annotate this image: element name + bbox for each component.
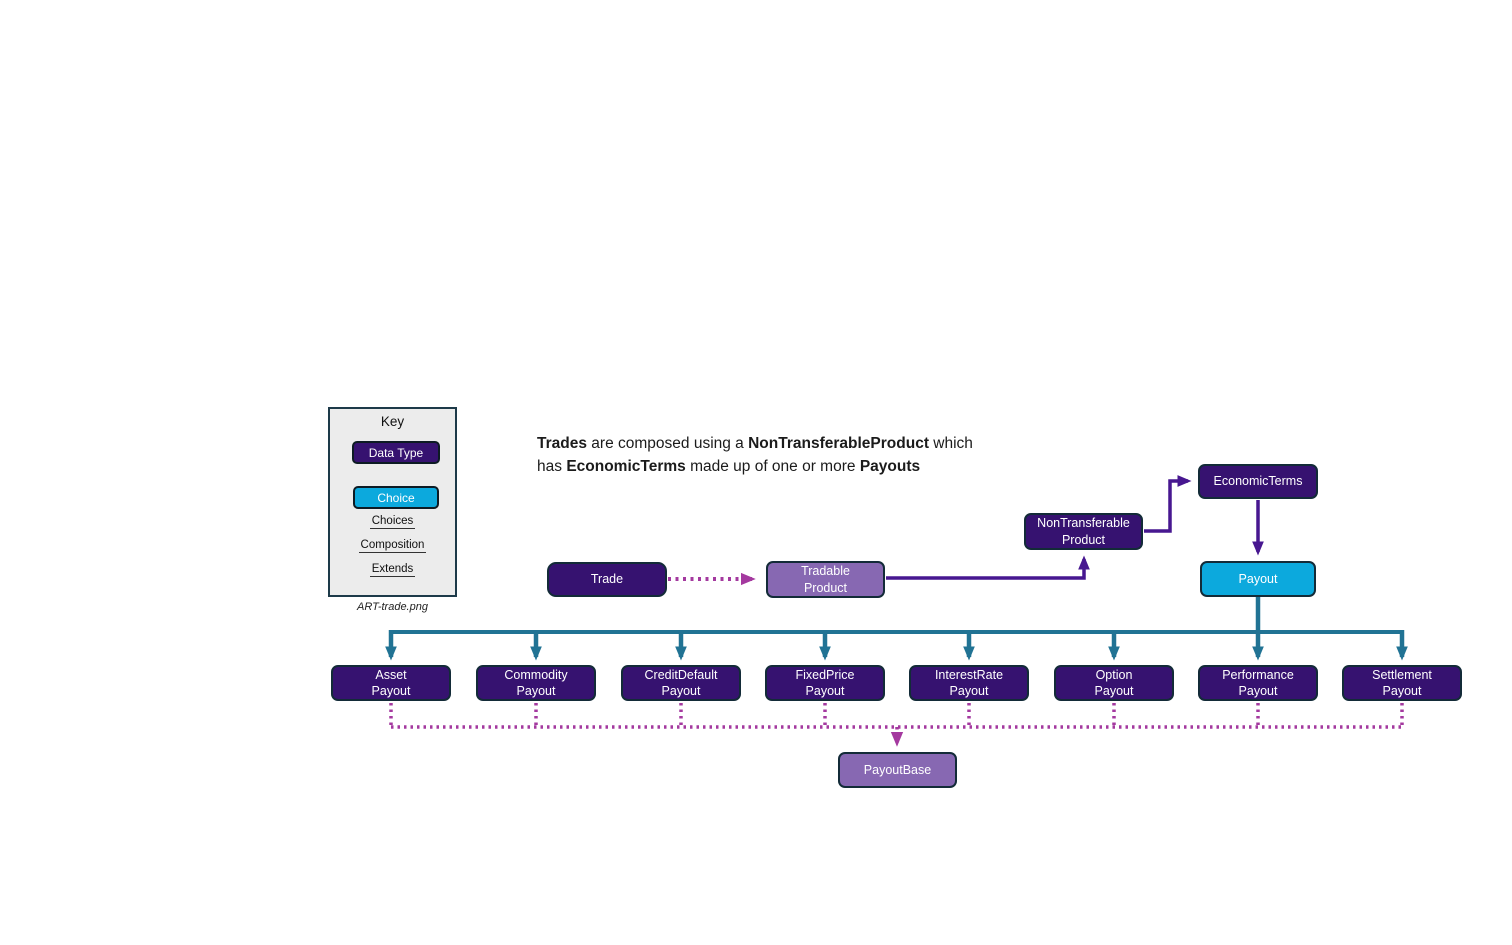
- arrow-tradableproduct-to-nontransferableproduct: [886, 555, 1090, 580]
- key-title: Key: [380, 414, 405, 429]
- node-creditdefault-payout: CreditDefault Payout: [621, 665, 741, 701]
- headline: Trades are composed using a NonTransfera…: [537, 408, 1049, 479]
- key-extends-label: Extends: [369, 563, 416, 577]
- headline-segment: Trades: [537, 434, 587, 452]
- node-payout: Payout: [1200, 561, 1316, 597]
- headline-segment: Payouts: [859, 458, 921, 475]
- arrow-nontransferableproduct-to-economicterms: [1144, 475, 1192, 533]
- node-economic-terms: EconomicTerms: [1198, 464, 1318, 499]
- node-commodity-payout: Commodity Payout: [476, 665, 596, 701]
- node-fixedprice-payout: FixedPrice Payout: [765, 665, 885, 701]
- node-settlement-payout: Settlement Payout: [1342, 665, 1462, 701]
- legend-key: Key Data Type Choice Choices Composition…: [328, 407, 457, 597]
- node-nontransferable-product: NonTransferable Product: [1024, 513, 1143, 550]
- headline-segment: are composed using a: [586, 434, 749, 452]
- headline-segment: made up of one or more: [685, 458, 860, 475]
- key-choices-label: Choices: [369, 515, 416, 529]
- node-tradable-product: Tradable Product: [766, 561, 885, 598]
- node-option-payout: Option Payout: [1054, 665, 1174, 701]
- headline-segment: NonTransferableProduct: [748, 434, 929, 452]
- key-data-type-box: Data Type: [352, 441, 440, 464]
- key-composition-label: Composition: [358, 539, 427, 553]
- headline-segment: EconomicTerms: [566, 458, 686, 475]
- node-performance-payout: Performance Payout: [1198, 665, 1318, 701]
- key-caption: ART-trade.png: [357, 601, 428, 613]
- node-trade: Trade: [547, 562, 667, 597]
- key-choice-box: Choice: [353, 486, 439, 509]
- headline-segment: which has: [537, 434, 973, 476]
- node-asset-payout: Asset Payout: [331, 665, 451, 701]
- node-interestrate-payout: InterestRate Payout: [909, 665, 1029, 701]
- node-payout-base: PayoutBase: [838, 752, 957, 788]
